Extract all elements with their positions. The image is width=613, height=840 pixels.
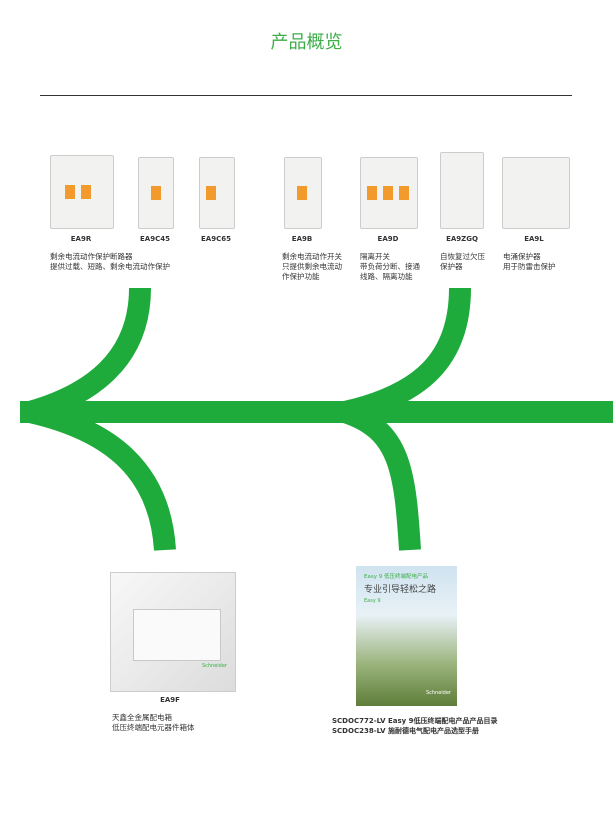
description-ea9d: 隔离开关带负荷分断、接通线路、隔离功能 [360, 252, 420, 282]
desc-line: 隔离开关 [360, 252, 390, 261]
catalog-description: SCDOC772-LV Easy 9低压终端配电产品产品目录 SCDOC238-L… [332, 716, 498, 736]
desc-line: 带负荷分断、接通 [360, 262, 420, 271]
cover-title: 专业引导轻松之路 [364, 585, 437, 595]
product-image-ea9r [50, 155, 114, 229]
enclosure-image: Schneider [110, 572, 236, 692]
arrow-curve-right-bottom [341, 401, 421, 551]
desc-line: 低压终端配电元器件箱体 [112, 723, 195, 732]
product-label: EA9R [70, 235, 92, 243]
product-image-ea9d [360, 157, 418, 229]
desc-line: SCDOC238-LV 施耐德电气配电产品选型手册 [332, 727, 479, 735]
arrow-curve-left-bottom [27, 401, 176, 551]
description-ea9r: 剩余电流动作保护断路器提供过载、短路、剩余电流动作保护 [50, 252, 170, 272]
cover-small: Easy 9 [364, 598, 381, 604]
desc-line: 线路、隔离功能 [360, 272, 413, 281]
cover-subtitle: Easy 9 低压终端配电产品 [364, 574, 428, 580]
arrow-curve-right-top [342, 287, 471, 423]
divider [40, 95, 572, 96]
product-label: EA9C65 [201, 235, 231, 243]
brand-logo: Schneider [201, 663, 227, 669]
product-image-ea9zgq [440, 152, 484, 229]
product-image-ea9c65 [199, 157, 235, 229]
desc-line: 用于防雷击保护 [503, 262, 556, 271]
desc-line: SCDOC772-LV Easy 9低压终端配电产品产品目录 [332, 717, 498, 725]
description-ea9zgq: 自恢复过欠压保护器 [440, 252, 485, 272]
product-label: EA9L [524, 235, 544, 243]
arrow-curve-left-top [26, 287, 151, 423]
description-ea9l: 电涌保护器用于防雷击保护 [503, 252, 556, 272]
enclosure-description: 天鑫全金属配电箱低压终端配电元器件箱体 [112, 713, 195, 733]
product-label: EA9ZGQ [446, 235, 478, 243]
product-label: EA9D [377, 235, 399, 243]
catalog-cover: Easy 9 低压终端配电产品 专业引导轻松之路 Easy 9 Schneide… [356, 566, 457, 706]
description-ea9b: 剩余电流动作开关只提供剩余电流动作保护功能 [282, 252, 342, 282]
desc-line: 剩余电流动作保护断路器 [50, 252, 133, 261]
brand-logo: Schneider [425, 690, 451, 696]
desc-line: 剩余电流动作开关 [282, 252, 342, 261]
desc-line: 保护器 [440, 262, 463, 271]
desc-line: 提供过载、短路、剩余电流动作保护 [50, 262, 170, 271]
page-title: 产品概览 [270, 32, 343, 53]
product-image-ea9l [502, 157, 570, 229]
desc-line: 只提供剩余电流动 [282, 262, 342, 271]
product-image-ea9c45 [138, 157, 174, 229]
enclosure-label: EA9F [160, 696, 180, 704]
desc-line: 电涌保护器 [503, 252, 541, 261]
product-label: EA9B [291, 235, 313, 243]
desc-line: 自恢复过欠压 [440, 252, 485, 261]
product-image-ea9b [284, 157, 322, 229]
desc-line: 天鑫全金属配电箱 [112, 713, 172, 722]
product-label: EA9C45 [140, 235, 170, 243]
desc-line: 作保护功能 [282, 272, 320, 281]
